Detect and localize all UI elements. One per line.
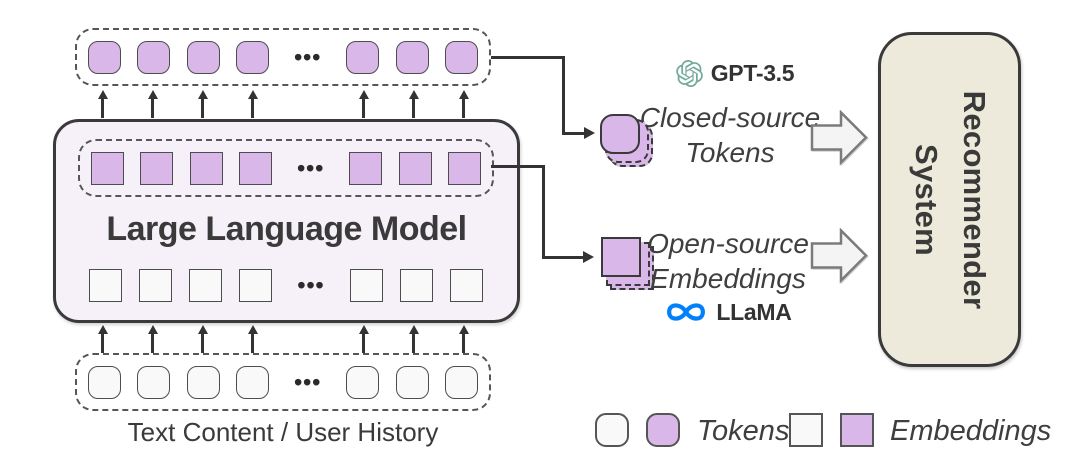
- token-square: [346, 40, 380, 74]
- up-arrow-icon: [462, 99, 465, 118]
- up-arrow-icon: [151, 334, 154, 353]
- llm-box: ••• Large Language Model •••: [53, 119, 520, 323]
- token-square: [88, 365, 121, 399]
- llama-model-label: LLaMA: [633, 297, 823, 327]
- token-square: [236, 40, 270, 74]
- embedding-square: [398, 151, 432, 185]
- up-arrow-icon: [251, 334, 254, 353]
- up-arrow-icon: [201, 99, 204, 118]
- embedding-square: [239, 151, 273, 185]
- input-token-row: •••: [75, 353, 491, 411]
- embedding-square: [189, 268, 222, 302]
- openai-logo-icon: [675, 60, 703, 87]
- up-arrow-icon: [462, 334, 465, 353]
- token-square: [186, 40, 220, 74]
- recommender-system-label: Recommender System: [908, 90, 992, 309]
- legend-embedding-purple-swatch: [840, 413, 874, 447]
- up-arrows-top: [75, 88, 491, 118]
- token-square: [137, 40, 171, 74]
- llm-input-embedding-row: •••: [78, 256, 494, 314]
- up-arrow-icon: [101, 334, 104, 353]
- embedding-square: [139, 268, 172, 302]
- arrowhead-icon: [584, 127, 595, 140]
- ellipsis: •••: [297, 154, 325, 181]
- embedding-square: [400, 268, 433, 302]
- token-square: [236, 365, 270, 399]
- embedding-square: [140, 151, 174, 185]
- gpt-model-name: GPT-3.5: [710, 60, 795, 86]
- input-caption: Text Content / User History: [127, 417, 439, 447]
- embedding-stack-icon: [601, 237, 654, 290]
- ellipsis: •••: [297, 271, 325, 298]
- up-arrow-icon: [151, 99, 154, 118]
- llm-output-embedding-row: •••: [78, 139, 494, 197]
- embedding-square: [89, 268, 122, 302]
- ellipsis: •••: [294, 368, 322, 395]
- open-source-label: Open-source Embeddings: [647, 228, 809, 295]
- token-square: [395, 365, 429, 399]
- up-arrow-icon: [201, 334, 204, 353]
- block-arrow-icon: [810, 110, 868, 166]
- embedding-square: [189, 151, 223, 185]
- block-arrow-icon: [810, 228, 868, 284]
- embedding-square: [350, 268, 383, 302]
- up-arrow-icon: [362, 99, 365, 118]
- closed-source-label: Closed-source Tokens: [639, 102, 821, 169]
- up-arrow-icon: [412, 334, 415, 353]
- up-arrows-bottom: [75, 325, 491, 353]
- up-arrow-icon: [101, 99, 104, 118]
- token-stack-icon: [600, 114, 653, 167]
- legend-embedding-white-swatch: [789, 413, 823, 447]
- embedding-square: [447, 151, 481, 185]
- llm-title: Large Language Model: [106, 210, 467, 248]
- recommender-system-box: Recommender System: [878, 32, 1021, 367]
- embedding-square: [349, 151, 383, 185]
- token-square: [88, 40, 121, 74]
- output-token-row: •••: [75, 28, 491, 86]
- llama-model-name: LLaMA: [716, 298, 792, 325]
- up-arrow-icon: [251, 99, 254, 118]
- legend-embeddings-label: Embeddings: [890, 415, 1052, 447]
- gpt-model-label: GPT-3.5: [640, 60, 830, 87]
- arrowhead-icon: [583, 251, 594, 264]
- embedding-square: [91, 151, 124, 185]
- legend-tokens-label: Tokens: [697, 415, 790, 447]
- legend-token-purple-swatch: [646, 413, 680, 447]
- token-square: [444, 40, 478, 74]
- up-arrow-icon: [412, 99, 415, 118]
- token-square: [395, 40, 429, 74]
- ellipsis: •••: [294, 43, 322, 70]
- token-square: [186, 365, 220, 399]
- token-square: [346, 365, 380, 399]
- token-square: [444, 365, 478, 399]
- legend-token-white-swatch: [595, 413, 629, 447]
- up-arrow-icon: [362, 334, 365, 353]
- meta-logo-icon: [667, 303, 706, 321]
- embedding-square: [450, 268, 483, 302]
- token-square: [137, 365, 171, 399]
- embedding-square: [239, 268, 272, 302]
